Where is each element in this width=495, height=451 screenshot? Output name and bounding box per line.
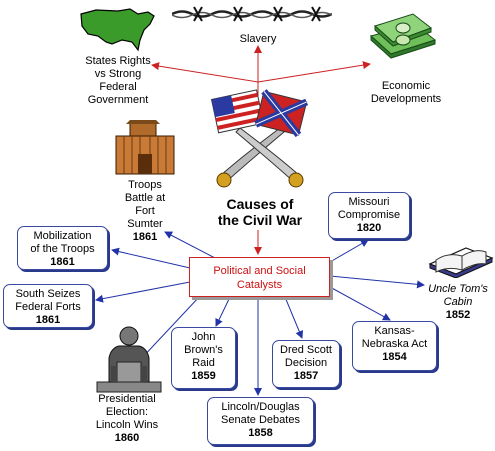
event-john-brown-box: John Brown's Raid 1859 [171,327,236,389]
center-catalysts-box: Political and Social Catalysts [189,257,330,297]
title-line1: Causes of [226,196,294,212]
arrow-to-dred-scott [284,296,304,339]
arrow-to-mobilization [111,247,191,269]
slavery-label: Slavery [239,33,277,45]
uncle-tom-line1: Uncle Tom's [428,283,488,295]
title-line2: the Civil War [217,212,303,228]
troops-line1: Troops [128,179,162,191]
missouri-line2: Compromise [337,209,401,221]
arrow-to-south-seizes [95,281,191,303]
usa-map-icon [80,8,155,52]
center-line2: Catalysts [236,279,283,291]
event-mobilization-box: Mobilization of the Troops 1861 [17,226,108,270]
arrow-to-john-brown [215,296,231,327]
presidential-year: 1860 [114,432,140,444]
presidential-line2: Election: [105,406,149,418]
kansas-year: 1854 [382,351,407,363]
states-rights-label: States Rights vs Strong Federal Governme… [70,55,166,107]
presidential-line3: Lincoln Wins [95,419,159,431]
states-rights-line2: vs Strong [94,68,142,80]
presidential-line1: Presidential [98,393,156,405]
economic-line2: Developments [370,93,442,105]
arrow-to-presidential [139,295,201,361]
event-missouri-box: Missouri Compromise 1820 [328,192,410,239]
event-kansas-box: Kansas- Nebraska Act 1854 [352,321,437,371]
event-troops-battle: Troops Battle at Fort Sumter 1861 [110,179,180,244]
barbed-wire-icon [172,6,332,22]
troops-line3: Fort [135,205,155,217]
event-lincoln-douglas-box: Lincoln/Douglas Senate Debates 1858 [207,397,314,445]
john-brown-line2: Brown's [184,344,223,356]
money-stack-icon [369,13,437,59]
book-icon [428,247,494,278]
uncle-tom-line2: Cabin [443,296,473,308]
john-brown-line3: Raid [192,357,215,369]
arrow-to-states-rights [151,62,259,83]
arrow-to-economic [257,61,371,83]
troops-line4: Sumter [127,218,163,230]
mobilization-line1: Mobilization [33,230,92,242]
dred-scott-line2: Decision [284,357,328,369]
mobilization-line2: of the Troops [30,243,95,255]
fort-icon [115,120,175,175]
lincoln-douglas-year: 1858 [248,427,273,439]
diagram-title: Causes of the Civil War [205,196,315,228]
states-rights-line3: Federal [99,81,137,93]
event-dred-scott-box: Dred Scott Decision 1857 [272,340,340,388]
economic-label: Economic Developments [358,80,454,106]
dred-scott-year: 1857 [293,370,319,382]
kansas-line2: Nebraska Act [361,338,428,350]
kansas-line1: Kansas- [374,325,415,337]
mobilization-year: 1861 [50,256,75,268]
states-rights-line4: Government [87,94,149,106]
arrow-to-uncle-tom [329,275,425,289]
missouri-year: 1820 [356,222,382,234]
missouri-line1: Missouri [348,196,390,208]
south-seizes-line1: South Seizes [15,288,81,300]
economic-line1: Economic [381,80,431,92]
south-seizes-line2: Federal Forts [15,301,81,313]
event-presidential: Presidential Election: Lincoln Wins 1860 [80,393,174,445]
flags-sabers-icon [210,89,309,188]
troops-year: 1861 [132,231,158,243]
arrow-to-troops [164,231,216,259]
center-line1: Political and Social [213,265,306,277]
south-seizes-year: 1861 [35,314,61,326]
john-brown-year: 1859 [191,370,216,382]
event-south-seizes-box: South Seizes Federal Forts 1861 [3,284,93,328]
states-rights-line1: States Rights [85,55,151,67]
john-brown-line1: John [191,331,216,343]
lincoln-douglas-line2: Senate Debates [221,414,300,426]
uncle-tom-year: 1852 [445,309,471,321]
arrow-to-kansas [329,286,391,321]
arrow-to-missouri [329,239,369,263]
troops-line2: Battle at [124,192,166,204]
lincoln-douglas-line1: Lincoln/Douglas [221,401,300,413]
event-uncle-tom: Uncle Tom's Cabin 1852 [421,283,495,322]
lincoln-memorial-icon [96,326,162,393]
dred-scott-line1: Dred Scott [280,344,332,356]
